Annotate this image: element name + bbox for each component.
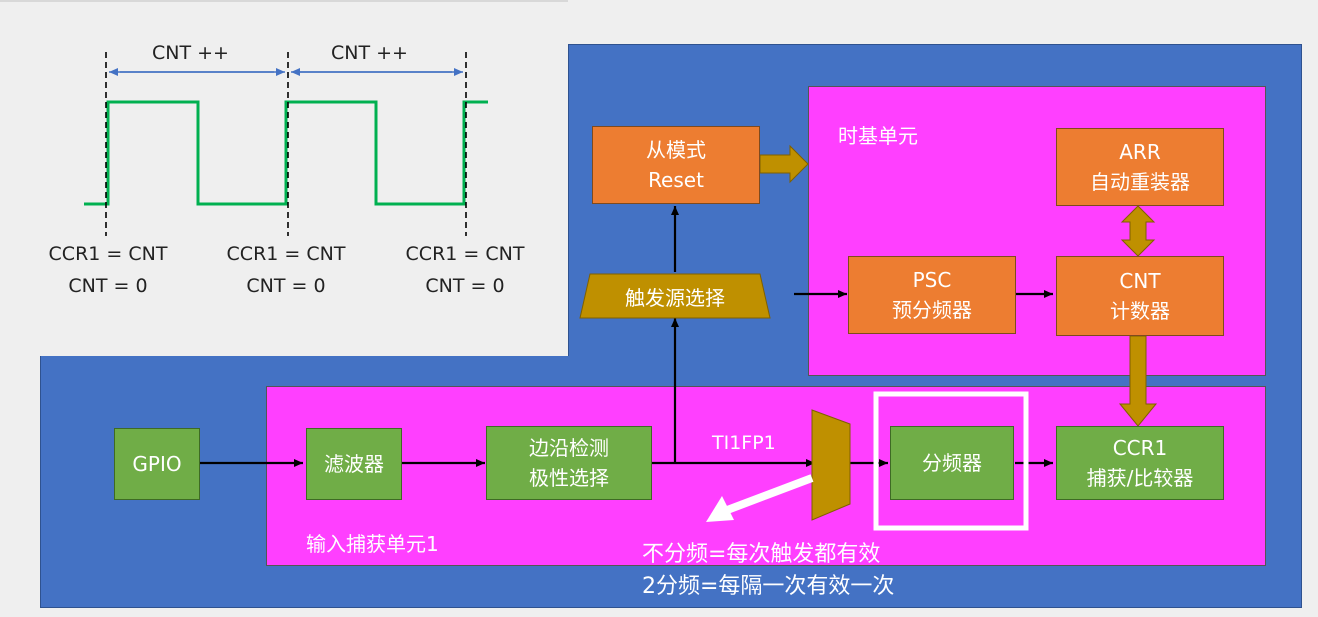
capture-event-1-line2: CNT = 0 xyxy=(68,275,148,297)
capture-event-1: CCR1 = CNT CNT = 0 xyxy=(33,238,183,302)
note-pointer-arrow xyxy=(720,474,814,516)
capture-event-2-line1: CCR1 = CNT xyxy=(226,243,346,265)
psc-block: PSC 预分频器 xyxy=(848,256,1016,334)
ccr1-block: CCR1 捕获/比较器 xyxy=(1056,426,1224,500)
slave-mode-line2: Reset xyxy=(648,168,704,192)
arr-line2: 自动重装器 xyxy=(1090,170,1190,194)
timing-signal-waveform xyxy=(84,100,488,206)
trigger-select-label: 触发源选择 xyxy=(625,286,725,310)
capture-event-1-line1: CCR1 = CNT xyxy=(48,243,168,265)
capture-event-3: CCR1 = CNT CNT = 0 xyxy=(390,238,540,302)
slave-mode-line1: 从模式 xyxy=(646,138,706,162)
note-divide-by-2: 2分频=每隔一次有效一次 xyxy=(642,574,895,599)
cnt-line1: CNT xyxy=(1119,269,1161,293)
note-pointer-arrowhead xyxy=(706,496,734,522)
timing-panel xyxy=(0,0,568,356)
arr-cnt-double-arrow xyxy=(1120,205,1156,257)
ccr1-line1: CCR1 xyxy=(1112,436,1168,460)
filter-block: 滤波器 xyxy=(306,428,402,500)
signal-arrows xyxy=(200,206,1053,467)
capture-event-3-line2: CNT = 0 xyxy=(425,275,505,297)
interval-label-1: CNT ++ xyxy=(152,42,229,64)
ccr1-line2: 捕获/比较器 xyxy=(1086,466,1194,490)
capture-event-3-line1: CCR1 = CNT xyxy=(405,243,525,265)
interval-label-2: CNT ++ xyxy=(331,42,408,64)
slave-mode-block: 从模式 Reset xyxy=(592,126,760,204)
note-no-division: 不分频=每次触发都有效 xyxy=(642,542,881,567)
arr-block: ARR 自动重装器 xyxy=(1056,128,1224,206)
slave-to-timebase-arrow xyxy=(759,144,809,184)
cnt-line2: 计数器 xyxy=(1110,299,1170,323)
gpio-label: GPIO xyxy=(132,452,182,476)
prescaler-mux-shape xyxy=(811,409,851,521)
edge-detect-line1: 边沿检测 xyxy=(529,436,609,460)
divider-label: 分频器 xyxy=(922,451,982,475)
trigger-select-shape xyxy=(579,273,771,319)
capture-event-2-line2: CNT = 0 xyxy=(246,275,326,297)
timing-event-markers xyxy=(105,52,467,236)
gpio-block: GPIO xyxy=(114,428,200,500)
input-capture-title: 输入捕获单元1 xyxy=(306,532,439,556)
edge-detect-block: 边沿检测 极性选择 xyxy=(486,426,652,500)
arr-line1: ARR xyxy=(1119,140,1161,164)
psc-line2: 预分频器 xyxy=(892,298,972,322)
ti1fp1-label: TI1FP1 xyxy=(712,432,776,454)
timebase-title: 时基单元 xyxy=(838,124,918,148)
capture-event-2: CCR1 = CNT CNT = 0 xyxy=(211,238,361,302)
divider-block: 分频器 xyxy=(890,426,1014,500)
psc-line1: PSC xyxy=(912,268,952,292)
cnt-to-ccr1-arrow xyxy=(1118,335,1158,427)
cnt-block: CNT 计数器 xyxy=(1056,256,1224,336)
divider-highlight-box xyxy=(873,391,1029,531)
edge-detect-line2: 极性选择 xyxy=(529,466,609,490)
filter-label: 滤波器 xyxy=(324,452,384,476)
